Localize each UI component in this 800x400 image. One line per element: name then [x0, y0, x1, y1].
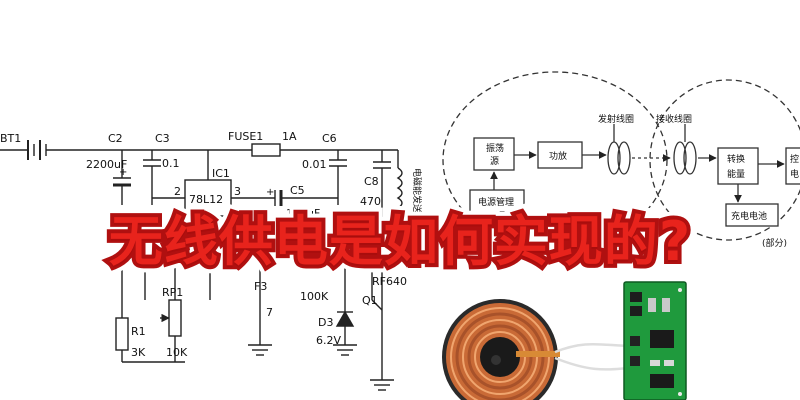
amplifier-label: 功放 [549, 150, 567, 162]
convert-energy-box [717, 147, 759, 185]
circuit-schematic [0, 140, 403, 391]
label-pin2: 2 [174, 185, 181, 198]
label-bt1: BT1 [0, 132, 21, 145]
label-f3: F3 [254, 280, 267, 293]
receiver-boundary [649, 79, 800, 241]
rx-coil-label: 接收线圈 [656, 113, 692, 125]
label-c5-value: 100uF [286, 207, 320, 220]
circuit-labels: BT1 C2 2200uF + C3 0.1 FUSE1 1A C6 0.01 … [0, 130, 423, 359]
label-c3-value: 0.1 [162, 157, 180, 170]
label-pin7: 7 [266, 306, 273, 319]
osc-source-label-1: 振荡 [486, 142, 504, 154]
charge-battery-box [725, 203, 779, 227]
label-fuse: FUSE1 [228, 130, 263, 143]
power-mgmt-label: 电源管理 [478, 196, 514, 208]
label-q1-part: RF640 [372, 275, 407, 288]
label-pin3: 3 [234, 185, 241, 198]
label-plus-c5: + [266, 187, 274, 198]
label-c3: C3 [155, 132, 170, 145]
label-c8-value: 470 [360, 195, 381, 208]
label-c5: C5 [290, 184, 305, 197]
label-c2-value: 2200uF [86, 158, 127, 171]
control-label-2: 电 [790, 168, 799, 180]
label-100k: 100K [300, 290, 329, 303]
convert-energy-label-1: 转换 [727, 153, 745, 165]
power-mgmt-box [469, 189, 525, 213]
label-ic-name: 78L12 [189, 193, 223, 206]
osc-source-label-2: 源 [490, 156, 499, 167]
control-box [785, 147, 800, 185]
headline-outline: 无线供电是如何实现的? [101, 204, 698, 280]
tx-coil-label: 发射线圈 [598, 113, 634, 125]
receiver-pcb-photo [623, 281, 687, 400]
label-c6-value: 0.01 [302, 158, 327, 171]
label-ic1: IC1 [212, 167, 230, 180]
label-fuse-value: 1A [282, 130, 297, 143]
label-rp1: RP1 [162, 286, 183, 299]
amplifier-box [537, 141, 583, 169]
label-plus-c2: + [119, 167, 127, 178]
charge-battery-label: 充电电池 [731, 210, 767, 222]
label-c6: C6 [322, 132, 337, 145]
label-c2: C2 [108, 132, 123, 145]
label-coil-vertical: 电磁能发送 [411, 168, 423, 213]
block-diagram: 振荡 源 功放 电源管理 发射线圈 接收线圈 转换 能量 控 电 充电电池 (部… [442, 71, 800, 249]
convert-energy-label-2: 能量 [727, 168, 745, 180]
headline-stroke: 无线供电是如何实现的? [105, 208, 694, 276]
label-c8: C8 [364, 175, 379, 188]
coil-photo [442, 299, 631, 400]
label-l1: L1 [390, 212, 403, 225]
label-d3-value: 6.2V [316, 334, 341, 347]
label-cut-17: 17 [308, 243, 322, 256]
label-d3: D3 [318, 316, 333, 329]
control-label-1: 控 [790, 153, 799, 165]
label-q1: Q1 [362, 294, 378, 307]
part-note-label: (部分) [762, 237, 787, 249]
headline-text: 无线供电是如何实现的? [108, 210, 692, 273]
label-r1: R1 [131, 325, 146, 338]
label-r1-value: 3K [131, 346, 146, 359]
osc-source-box [473, 137, 515, 171]
label-rp1-value: 10K [166, 346, 188, 359]
headline-title: 无线供电是如何实现的? 无线供电是如何实现的? 无线供电是如何实现的? [0, 204, 800, 280]
